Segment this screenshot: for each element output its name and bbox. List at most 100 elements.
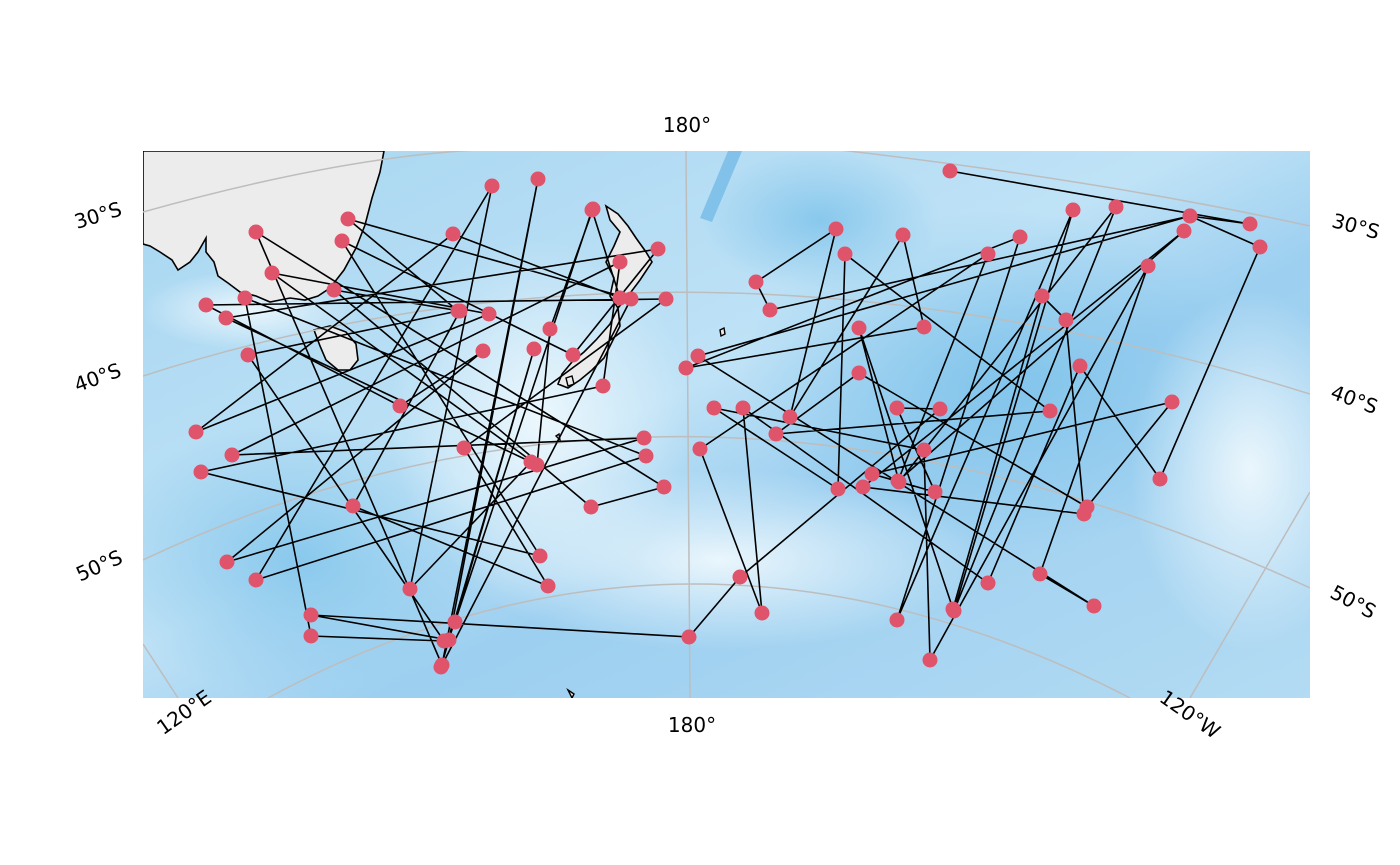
route-point: [864, 466, 880, 482]
route-point: [542, 321, 558, 337]
route-point: [188, 424, 204, 440]
route-point: [851, 365, 867, 381]
route-point: [198, 297, 214, 313]
route-point: [1058, 312, 1074, 328]
route-point: [678, 360, 694, 376]
route-point: [889, 400, 905, 416]
small-island: [566, 687, 575, 698]
route-point: [303, 628, 319, 644]
small-island: [565, 375, 575, 387]
graticule-meridian-120w: [1189, 491, 1310, 698]
graticule-parallel-30s: [143, 151, 473, 213]
route-point: [706, 400, 722, 416]
route-point: [1012, 229, 1028, 245]
ocean-shallow-shade: [460, 470, 980, 650]
route-point: [530, 171, 546, 187]
route-point: [636, 430, 652, 446]
route-point: [219, 554, 235, 570]
route-points: [188, 163, 1268, 675]
route-point: [650, 241, 666, 257]
route-point: [942, 163, 958, 179]
map-panel: [143, 151, 1310, 698]
route-point: [1164, 394, 1180, 410]
top-label-180: 180°: [663, 113, 711, 137]
australia-landmass: [143, 151, 385, 303]
route-point: [248, 224, 264, 240]
bottom-label-180: 180°: [668, 713, 716, 737]
route-point: [248, 572, 264, 588]
route-point: [1042, 403, 1058, 419]
route-point: [475, 343, 491, 359]
route-point: [748, 274, 764, 290]
small-island: [719, 326, 726, 338]
left-label-50s: 50°S: [72, 545, 126, 587]
left-label-30s: 30°S: [71, 197, 124, 234]
route-path: [195, 170, 1261, 668]
route-point: [526, 341, 542, 357]
route-point: [595, 378, 611, 394]
route-point: [240, 347, 256, 363]
route-point: [193, 464, 209, 480]
ocean-deep-shade: [700, 151, 940, 290]
route-point: [889, 612, 905, 628]
right-label-30s: 30°S: [1329, 208, 1382, 244]
route-point: [481, 306, 497, 322]
route-point: [754, 605, 770, 621]
route-point: [828, 221, 844, 237]
route-point: [762, 302, 778, 318]
route-point: [690, 348, 706, 364]
route-point: [855, 479, 871, 495]
route-point: [1086, 598, 1102, 614]
route-point: [851, 320, 867, 336]
left-label-40s: 40°S: [71, 358, 124, 397]
route-point: [658, 291, 674, 307]
route-point: [326, 282, 342, 298]
route-lines: [195, 170, 1261, 668]
route-point: [345, 498, 361, 514]
route-point: [540, 578, 556, 594]
route-point: [340, 211, 356, 227]
route-point: [980, 575, 996, 591]
route-point: [1252, 239, 1268, 255]
route-point: [782, 409, 798, 425]
route-point: [638, 448, 654, 464]
route-point: [450, 303, 466, 319]
route-point: [565, 347, 581, 363]
route-point: [585, 201, 601, 217]
route-point: [890, 473, 906, 489]
route-point: [916, 319, 932, 335]
route-point: [402, 581, 418, 597]
route-point: [932, 401, 948, 417]
route-point: [433, 659, 449, 675]
route-point: [484, 178, 500, 194]
route-point: [445, 226, 461, 242]
route-point: [1079, 499, 1095, 515]
route-point: [927, 484, 943, 500]
route-point: [303, 607, 319, 623]
route-point: [612, 290, 628, 306]
route-point: [692, 441, 708, 457]
route-point: [218, 310, 234, 326]
route-point: [830, 481, 846, 497]
route-point: [224, 447, 240, 463]
graticule: [143, 151, 1310, 698]
route-point: [656, 479, 672, 495]
route-point: [529, 457, 545, 473]
right-label-50s: 50°S: [1326, 580, 1380, 624]
route-point: [768, 426, 784, 442]
route-point: [1152, 471, 1168, 487]
trench-feature: [700, 151, 742, 222]
route-point: [1242, 216, 1258, 232]
route-point: [623, 291, 639, 307]
graticule-meridian-120e: [143, 643, 179, 698]
graticule-parallel-40s: [143, 291, 1310, 395]
route-point: [922, 652, 938, 668]
route-point: [334, 233, 350, 249]
route-point: [392, 398, 408, 414]
route-point: [1176, 223, 1192, 239]
route-point: [732, 569, 748, 585]
right-label-40s: 40°S: [1328, 380, 1381, 419]
route-point: [916, 442, 932, 458]
graticule-parallel-30s: [842, 151, 1310, 227]
graticule-parallel-60s: [267, 583, 1131, 698]
